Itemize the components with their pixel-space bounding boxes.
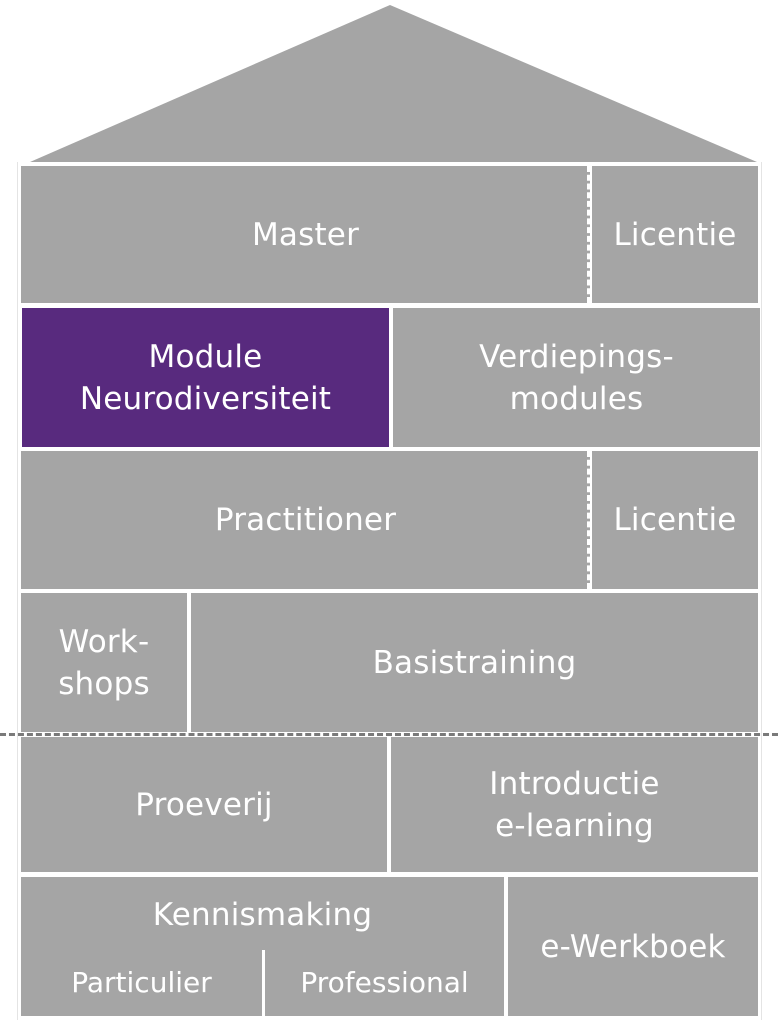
- dashed-separator: [587, 166, 590, 303]
- sub-label-particulier[interactable]: Particulier: [71, 966, 212, 999]
- roof: [30, 5, 757, 162]
- block-label: Verdiepings- modules: [479, 338, 674, 417]
- block-label: Module Neurodiversiteit: [79, 338, 332, 417]
- block-label: Kennismaking: [152, 897, 373, 933]
- block-label: Introductie e-learning: [489, 765, 660, 844]
- block-label: Master: [251, 216, 360, 253]
- block-master[interactable]: Master: [21, 166, 590, 303]
- block-e-werkboek[interactable]: e-Werkboek: [508, 877, 758, 1016]
- house-frame: [17, 162, 762, 1020]
- block-proeverij[interactable]: Proeverij: [21, 737, 387, 872]
- block-label: Licentie: [613, 216, 737, 253]
- block-module-neurodiversiteit[interactable]: Module Neurodiversiteit: [22, 308, 389, 447]
- block-label: Licentie: [613, 502, 737, 538]
- sub-label-professional[interactable]: Professional: [300, 966, 469, 999]
- block-label: Practitioner: [214, 502, 397, 538]
- level-divider: [0, 733, 778, 736]
- block-verdiepingsmodules[interactable]: Verdiepings- modules: [393, 308, 760, 447]
- block-label: Work- shops: [58, 623, 150, 702]
- dashed-separator: [587, 451, 590, 589]
- sub-separator: [262, 950, 265, 1016]
- block-introductie-elearning[interactable]: Introductie e-learning: [391, 737, 758, 872]
- block-licentie-practitioner[interactable]: Licentie: [592, 451, 758, 589]
- block-label: Proeverij: [135, 786, 273, 823]
- block-label: e-Werkboek: [540, 928, 726, 965]
- block-practitioner[interactable]: Practitioner: [21, 451, 590, 589]
- block-basistraining[interactable]: Basistraining: [191, 593, 758, 732]
- block-workshops[interactable]: Work- shops: [21, 593, 187, 732]
- block-label: Basistraining: [372, 644, 577, 681]
- block-licentie-master[interactable]: Licentie: [592, 166, 758, 303]
- roof-shape: [30, 5, 757, 162]
